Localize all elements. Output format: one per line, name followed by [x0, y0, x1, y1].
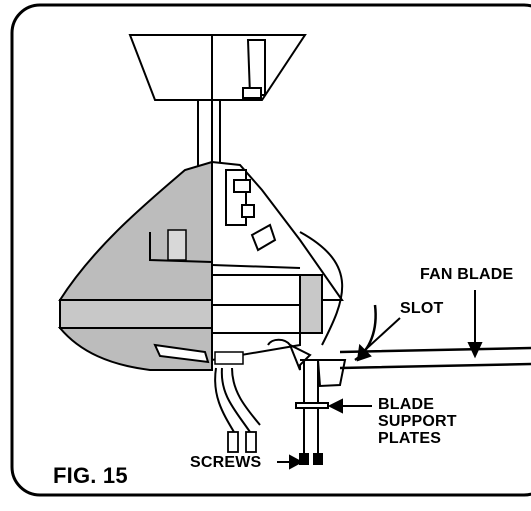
blade-support-plates-label-line2: SUPPORT: [378, 413, 457, 430]
screws-label: SCREWS: [190, 454, 262, 471]
screws: [299, 360, 323, 465]
blade-mount-ring: [59, 274, 323, 334]
motor-housing-cutaway: [211, 160, 344, 301]
fan-blade: [339, 346, 531, 370]
leader-lines: [277, 290, 483, 470]
blade-arm: [267, 231, 377, 388]
downrod: [197, 99, 221, 176]
figure-frame: [10, 3, 531, 497]
blade-support-plate: [295, 402, 329, 409]
blade-support-plates-label-line3: PLATES: [378, 430, 442, 447]
slot-label: SLOT: [400, 300, 444, 317]
motor-housing-upper: [58, 160, 213, 301]
motor-wires: [214, 367, 261, 433]
blade-support-plates-label-line1: BLADE: [378, 396, 435, 413]
wire-connectors: [227, 431, 257, 453]
motor-housing-lower: [57, 327, 301, 371]
fan-blade-label: FAN BLADE: [420, 266, 514, 283]
figure-caption: FIG. 15: [53, 463, 128, 488]
canopy: [128, 34, 307, 101]
